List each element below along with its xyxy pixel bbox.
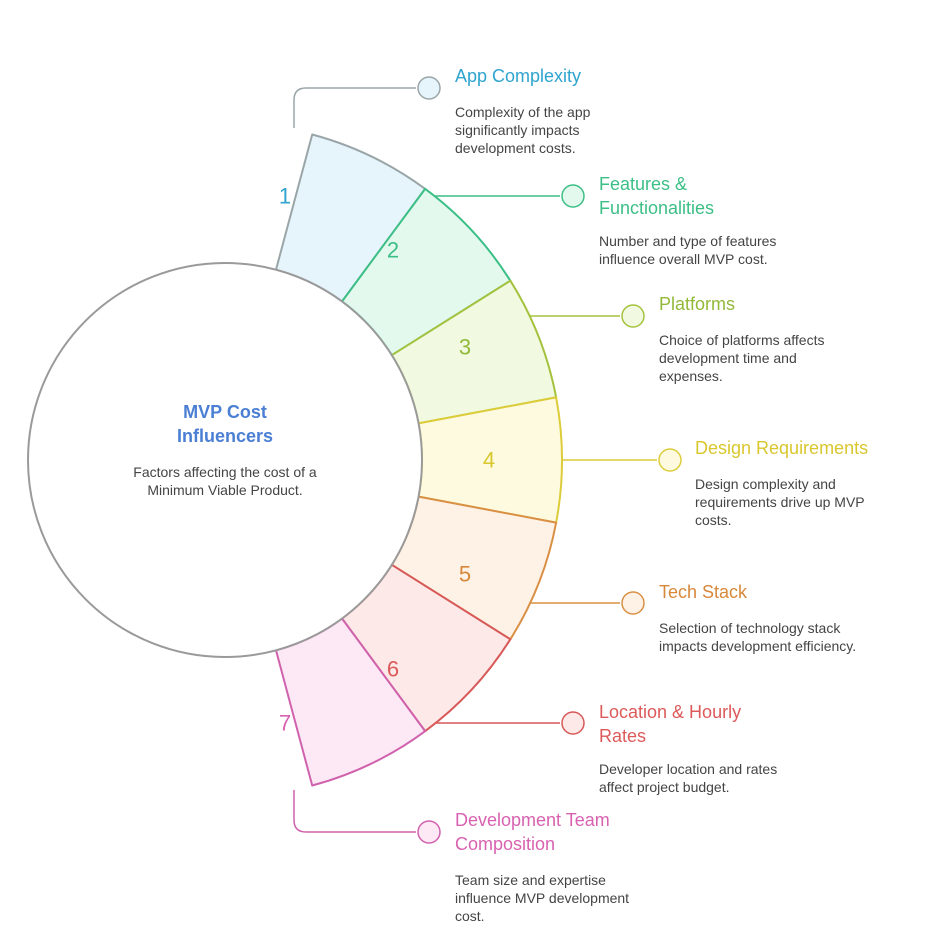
segment-numbers: 1 2 3 4 5 6 7	[279, 184, 495, 736]
item-5-description: Selection of technology stack impacts de…	[659, 620, 857, 654]
item-1-description: Complexity of the app significantly impa…	[455, 104, 591, 156]
item-4-title: Design Requirements	[695, 438, 869, 458]
segment-2-number: 2	[387, 238, 399, 263]
marker-2	[561, 184, 585, 208]
marker-7	[417, 820, 441, 844]
marker-6	[561, 711, 585, 735]
segment-5-number: 5	[459, 562, 471, 587]
item-5-title: Tech Stack	[659, 582, 748, 602]
item-2-description: Number and type of features influence ov…	[599, 233, 777, 267]
item-4-description: Design complexity and requirements drive…	[695, 476, 865, 528]
connector-1	[293, 87, 416, 128]
item-7-title: Development Team Composition	[455, 810, 610, 854]
marker-4	[658, 448, 682, 472]
markers	[417, 76, 682, 844]
item-7-description: Team size and expertise influence MVP de…	[455, 872, 630, 924]
segment-1-number: 1	[279, 184, 291, 209]
segment-4-number: 4	[483, 448, 495, 473]
item-6-title: Location & Hourly Rates	[599, 702, 742, 746]
segment-6-number: 6	[387, 657, 399, 682]
marker-3	[621, 304, 645, 328]
item-1-title: App Complexity	[455, 66, 582, 86]
connector-7	[293, 790, 416, 833]
marker-5	[621, 591, 645, 615]
center-circle	[27, 262, 423, 658]
item-3-title: Platforms	[659, 294, 736, 314]
center-title: MVP Cost Influencers	[100, 400, 350, 448]
connectors	[293, 87, 657, 833]
marker-1	[417, 76, 441, 100]
segment-7-number: 7	[279, 711, 291, 736]
item-6-description: Developer location and rates affect proj…	[599, 761, 778, 795]
item-2-title: Features & Functionalities	[599, 174, 715, 218]
segment-3-number: 3	[459, 335, 471, 360]
center-description: Factors affecting the cost of a Minimum …	[133, 464, 317, 498]
item-3-description: Choice of platforms affects development …	[659, 332, 825, 384]
center-title-line-2: Influencers	[176, 426, 274, 446]
center-title-line-1: MVP Cost	[183, 402, 267, 422]
